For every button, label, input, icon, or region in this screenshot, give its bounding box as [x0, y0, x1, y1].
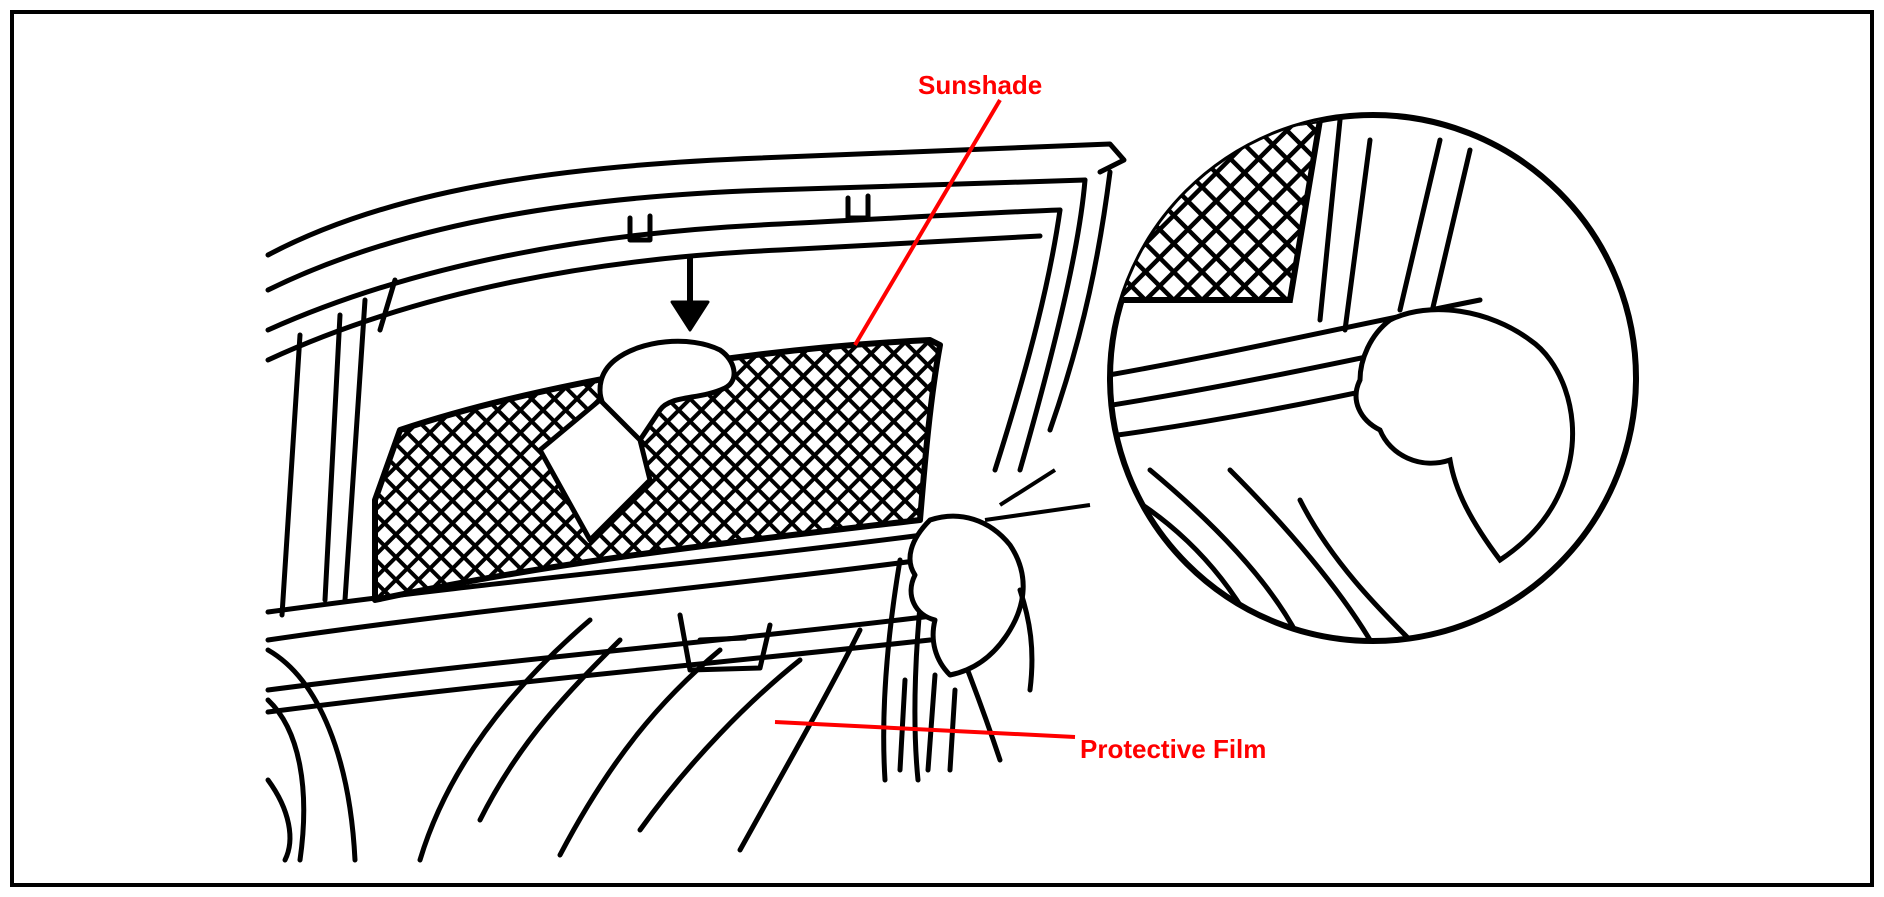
protective-film-leader [774, 720, 1076, 739]
figure-border [10, 10, 1874, 887]
sunshade-leader [853, 98, 1002, 347]
sunshade-label: Sunshade [918, 70, 1042, 100]
magnifier-leader [984, 468, 1091, 522]
callout-leaders [774, 98, 1076, 739]
protective-film-label: Protective Film [1080, 734, 1266, 764]
car-door-drawing [265, 141, 1127, 863]
detail-magnifier [1107, 112, 1639, 644]
